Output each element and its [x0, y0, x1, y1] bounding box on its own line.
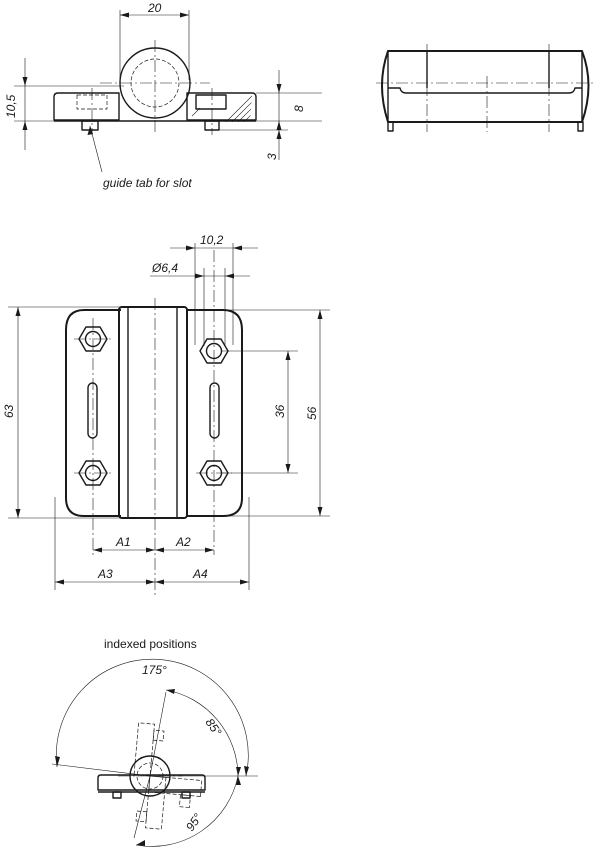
- guide-tab-label: guide tab for slot: [103, 176, 192, 190]
- dim-a4-label: A4: [192, 567, 208, 581]
- dim-a1-label: A1: [115, 535, 131, 549]
- dim-8-label: 8: [292, 105, 306, 112]
- dim-a3-label: A3: [97, 567, 113, 581]
- top-view: 10,2 Ø6,4 63 56 36 A1: [2, 233, 330, 595]
- dim-20-label: 20: [147, 1, 162, 15]
- dim-6-4-label: Ø6,4: [151, 261, 178, 275]
- angle-95-label: 95°: [183, 811, 205, 834]
- dim-56-label: 56: [305, 406, 319, 420]
- indexed-positions-view: indexed positions 17: [51, 637, 258, 847]
- angle-175-label: 175°: [142, 663, 167, 677]
- side-view: 20 10,5 8 3 guide tab for slot: [4, 1, 322, 190]
- dim-3-label: 3: [265, 153, 279, 160]
- end-view: [376, 44, 594, 132]
- indexed-positions-title: indexed positions: [104, 637, 197, 651]
- slot-left: [87, 382, 98, 439]
- slot-right: [209, 382, 220, 439]
- angle-85-label: 85°: [203, 716, 225, 739]
- dim-63-label: 63: [2, 404, 16, 418]
- dim-36-label: 36: [273, 404, 287, 418]
- dim-10-5-label: 10,5: [4, 94, 18, 118]
- dim-10-2-label: 10,2: [200, 233, 224, 247]
- dim-a2-label: A2: [175, 535, 191, 549]
